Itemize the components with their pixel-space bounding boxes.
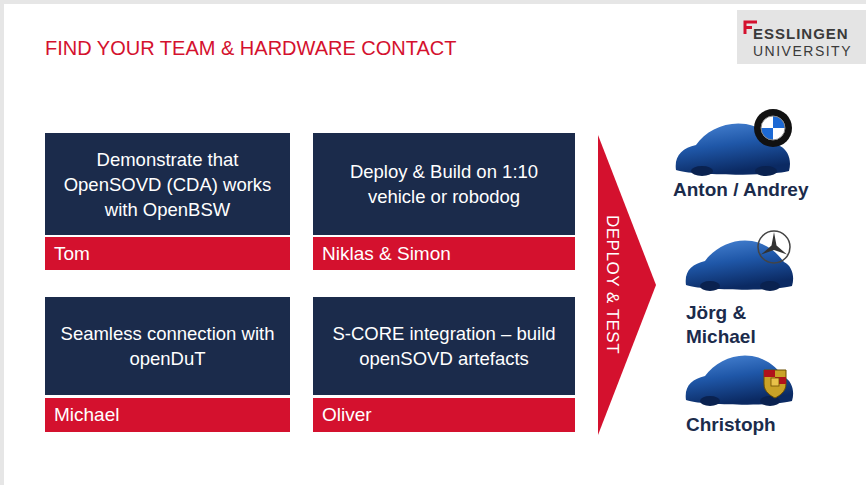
porsche-logo: [764, 370, 786, 398]
task-box: Deploy & Build on 1:10 vehicle or robodo…: [313, 133, 575, 235]
task-text: S-CORE integration – build openSOVD arte…: [325, 321, 563, 371]
contact-name: Christoph: [686, 413, 836, 437]
owner-band: Michael: [45, 398, 290, 432]
covered-car: [686, 355, 793, 406]
owner-band: Oliver: [313, 398, 575, 432]
top-border: [0, 0, 866, 4]
contact-name: Jörg & Michael: [686, 301, 766, 349]
owner-name: Michael: [54, 404, 281, 426]
logo-text: UNIVERSITY: [753, 42, 863, 61]
owner-band: Niklas & Simon: [313, 237, 575, 270]
logo-bar: [745, 26, 752, 29]
logo-background: [737, 10, 866, 64]
vertical-label: DEPLOY & TEST: [602, 215, 622, 354]
task-text: Seamless connection with openDuT: [57, 321, 278, 371]
owner-name: Niklas & Simon: [322, 243, 566, 265]
mercedes-logo: [758, 231, 790, 263]
deploy-chevron: DEPLOY & TEST: [598, 135, 656, 435]
task-box: Demonstrate that OpenSOVD (CDA) works wi…: [45, 133, 290, 235]
logo-text: ESSLINGEN: [753, 24, 863, 44]
covered-car: [676, 123, 790, 176]
left-border: [0, 0, 4, 485]
owner-name: Oliver: [322, 404, 566, 426]
slide-title: FIND YOUR TEAM & HARDWARE CONTACT: [45, 37, 457, 60]
task-text: Demonstrate that OpenSOVD (CDA) works wi…: [63, 147, 272, 222]
owner-band: Tom: [45, 237, 290, 270]
bmw-logo: [754, 109, 792, 147]
chevron-fill: [598, 135, 656, 435]
contact-name: Anton / Andrey: [673, 178, 823, 202]
task-text: Deploy & Build on 1:10 vehicle or robodo…: [343, 159, 545, 209]
owner-name: Tom: [54, 243, 281, 265]
task-box: Seamless connection with openDuT: [45, 297, 290, 395]
task-box: S-CORE integration – build openSOVD arte…: [313, 297, 575, 395]
